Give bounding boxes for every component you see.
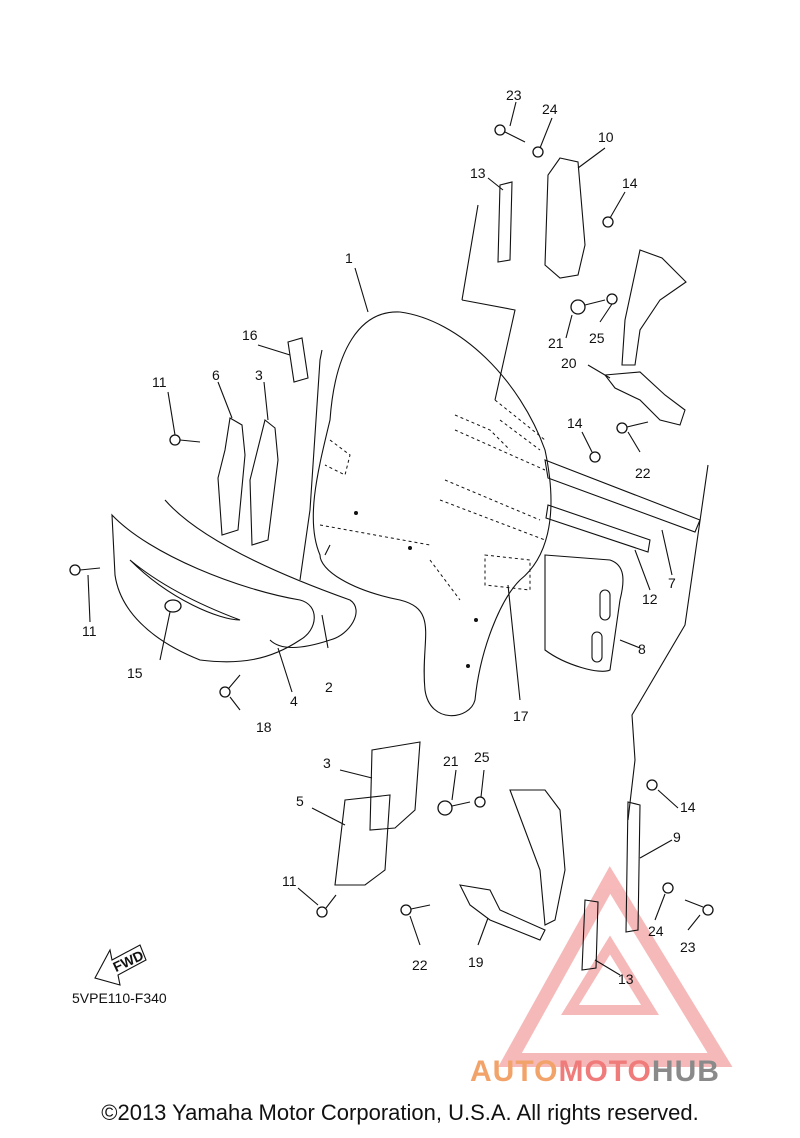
callout-5: 5 [296,793,304,809]
callout-13: 13 [470,165,486,181]
callout-21: 21 [443,753,459,769]
callout-11: 11 [82,623,97,639]
callout-14: 14 [567,415,583,431]
callout-2: 2 [325,679,333,695]
nut-14b [589,451,601,463]
callout-25: 25 [474,749,490,765]
callout-21: 21 [548,335,564,351]
callout-22: 22 [635,465,651,481]
brand-hub: HUB [651,1055,720,1088]
callout-4: 4 [290,693,298,709]
callout-14: 14 [622,175,638,191]
bolt-21a [570,299,606,315]
diagram-code: 5VPE110-F340 [72,990,167,1006]
callout-7: 7 [668,575,676,591]
bolt-11a [169,434,201,446]
callout-9: 9 [673,829,681,845]
washer-25a [606,293,618,305]
copyright-text: ©2013 Yamaha Motor Corporation, U.S.A. A… [101,1100,699,1125]
screw-18 [219,674,241,698]
callout-labels: 1 2 3 3 4 5 6 7 8 9 10 11 11 11 12 13 13… [82,87,696,987]
callout-15: 15 [127,665,143,681]
windshield [312,311,552,717]
nut-14a [602,216,614,228]
callout-13: 13 [618,971,634,987]
callout-24: 24 [648,923,664,939]
brand-auto: AUTO [470,1055,559,1088]
bolt-23a [494,124,526,143]
callout-11: 11 [152,374,167,390]
bolt-11b [69,564,101,576]
fwd-label: FWD [110,947,146,975]
callout-23: 23 [680,939,696,955]
callout-8: 8 [638,641,646,657]
callout-17: 17 [513,708,529,724]
callout-1: 1 [345,250,353,266]
callout-24: 24 [542,101,558,117]
callout-16: 16 [242,327,258,343]
callout-3: 3 [255,367,263,383]
watermark-brand: AUTOMOTOHUB [470,1055,720,1089]
bolt-22b [400,904,431,916]
watermark-triangle [498,866,733,1067]
callout-14: 14 [680,799,696,815]
bolt-11c [316,894,337,918]
nut-14c [646,779,658,791]
callout-20: 20 [561,355,577,371]
callout-11: 11 [282,873,297,889]
bolt-23b [684,899,714,916]
fwd-arrow-icon: FWD [94,944,147,986]
callout-18: 18 [256,719,272,735]
callout-10: 10 [598,129,614,145]
callout-3: 3 [323,755,331,771]
washer-25b [474,796,486,808]
washer-24b [662,882,674,894]
callout-22: 22 [412,957,428,973]
callout-25: 25 [589,330,605,346]
callout-23: 23 [506,87,522,103]
brand-moto: MOTO [558,1055,652,1088]
callout-6: 6 [212,367,220,383]
washer-24a [532,146,544,158]
bolt-21b [437,800,471,816]
callout-12: 12 [642,591,658,607]
callout-19: 19 [468,954,484,970]
bolt-22a [616,421,649,434]
